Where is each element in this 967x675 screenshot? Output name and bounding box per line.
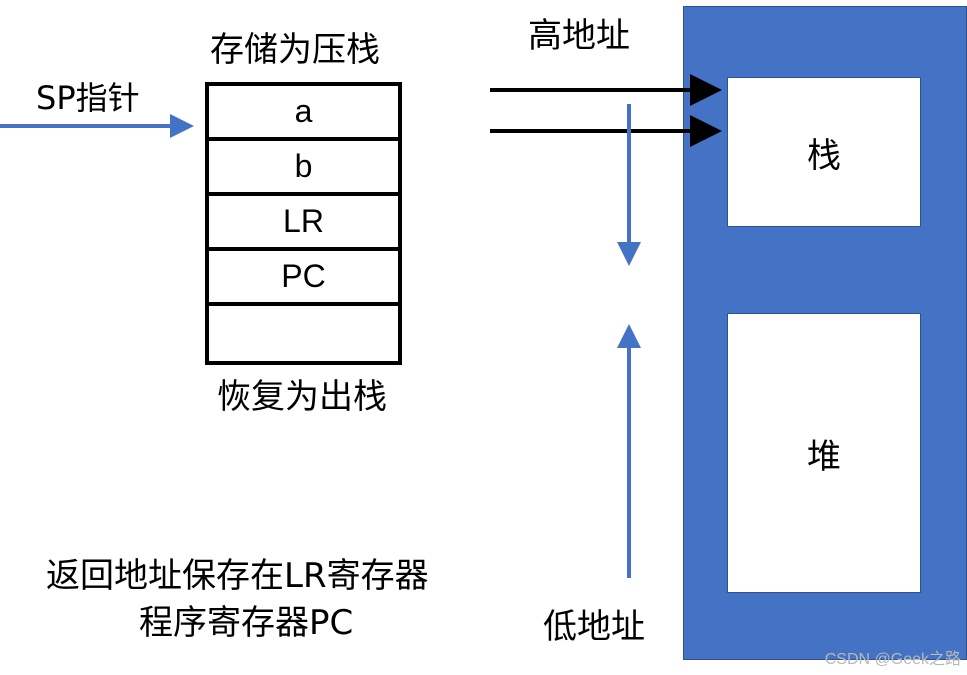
note-line-1: 返回地址保存在LR寄存器 — [46, 556, 429, 596]
low-address-label: 低地址 — [543, 607, 645, 647]
stack-cell-pc: PC — [209, 251, 398, 306]
note-line-2: 程序寄存器PC — [139, 603, 354, 643]
watermark: CSDN @Geek之路 — [824, 651, 961, 668]
stack-title: 存储为压栈 — [210, 30, 380, 70]
heap-region: 堆 — [727, 313, 921, 593]
stack-footer: 恢复为出栈 — [217, 377, 387, 417]
stack-cell-b: b — [209, 141, 398, 196]
stack-table: a b LR PC — [205, 82, 402, 365]
stack-cell-lr: LR — [209, 196, 398, 251]
stack-region: 栈 — [727, 77, 921, 227]
sp-pointer-label: SP指针 — [36, 79, 140, 117]
high-address-label: 高地址 — [528, 16, 630, 56]
stack-cell-a: a — [209, 86, 398, 141]
